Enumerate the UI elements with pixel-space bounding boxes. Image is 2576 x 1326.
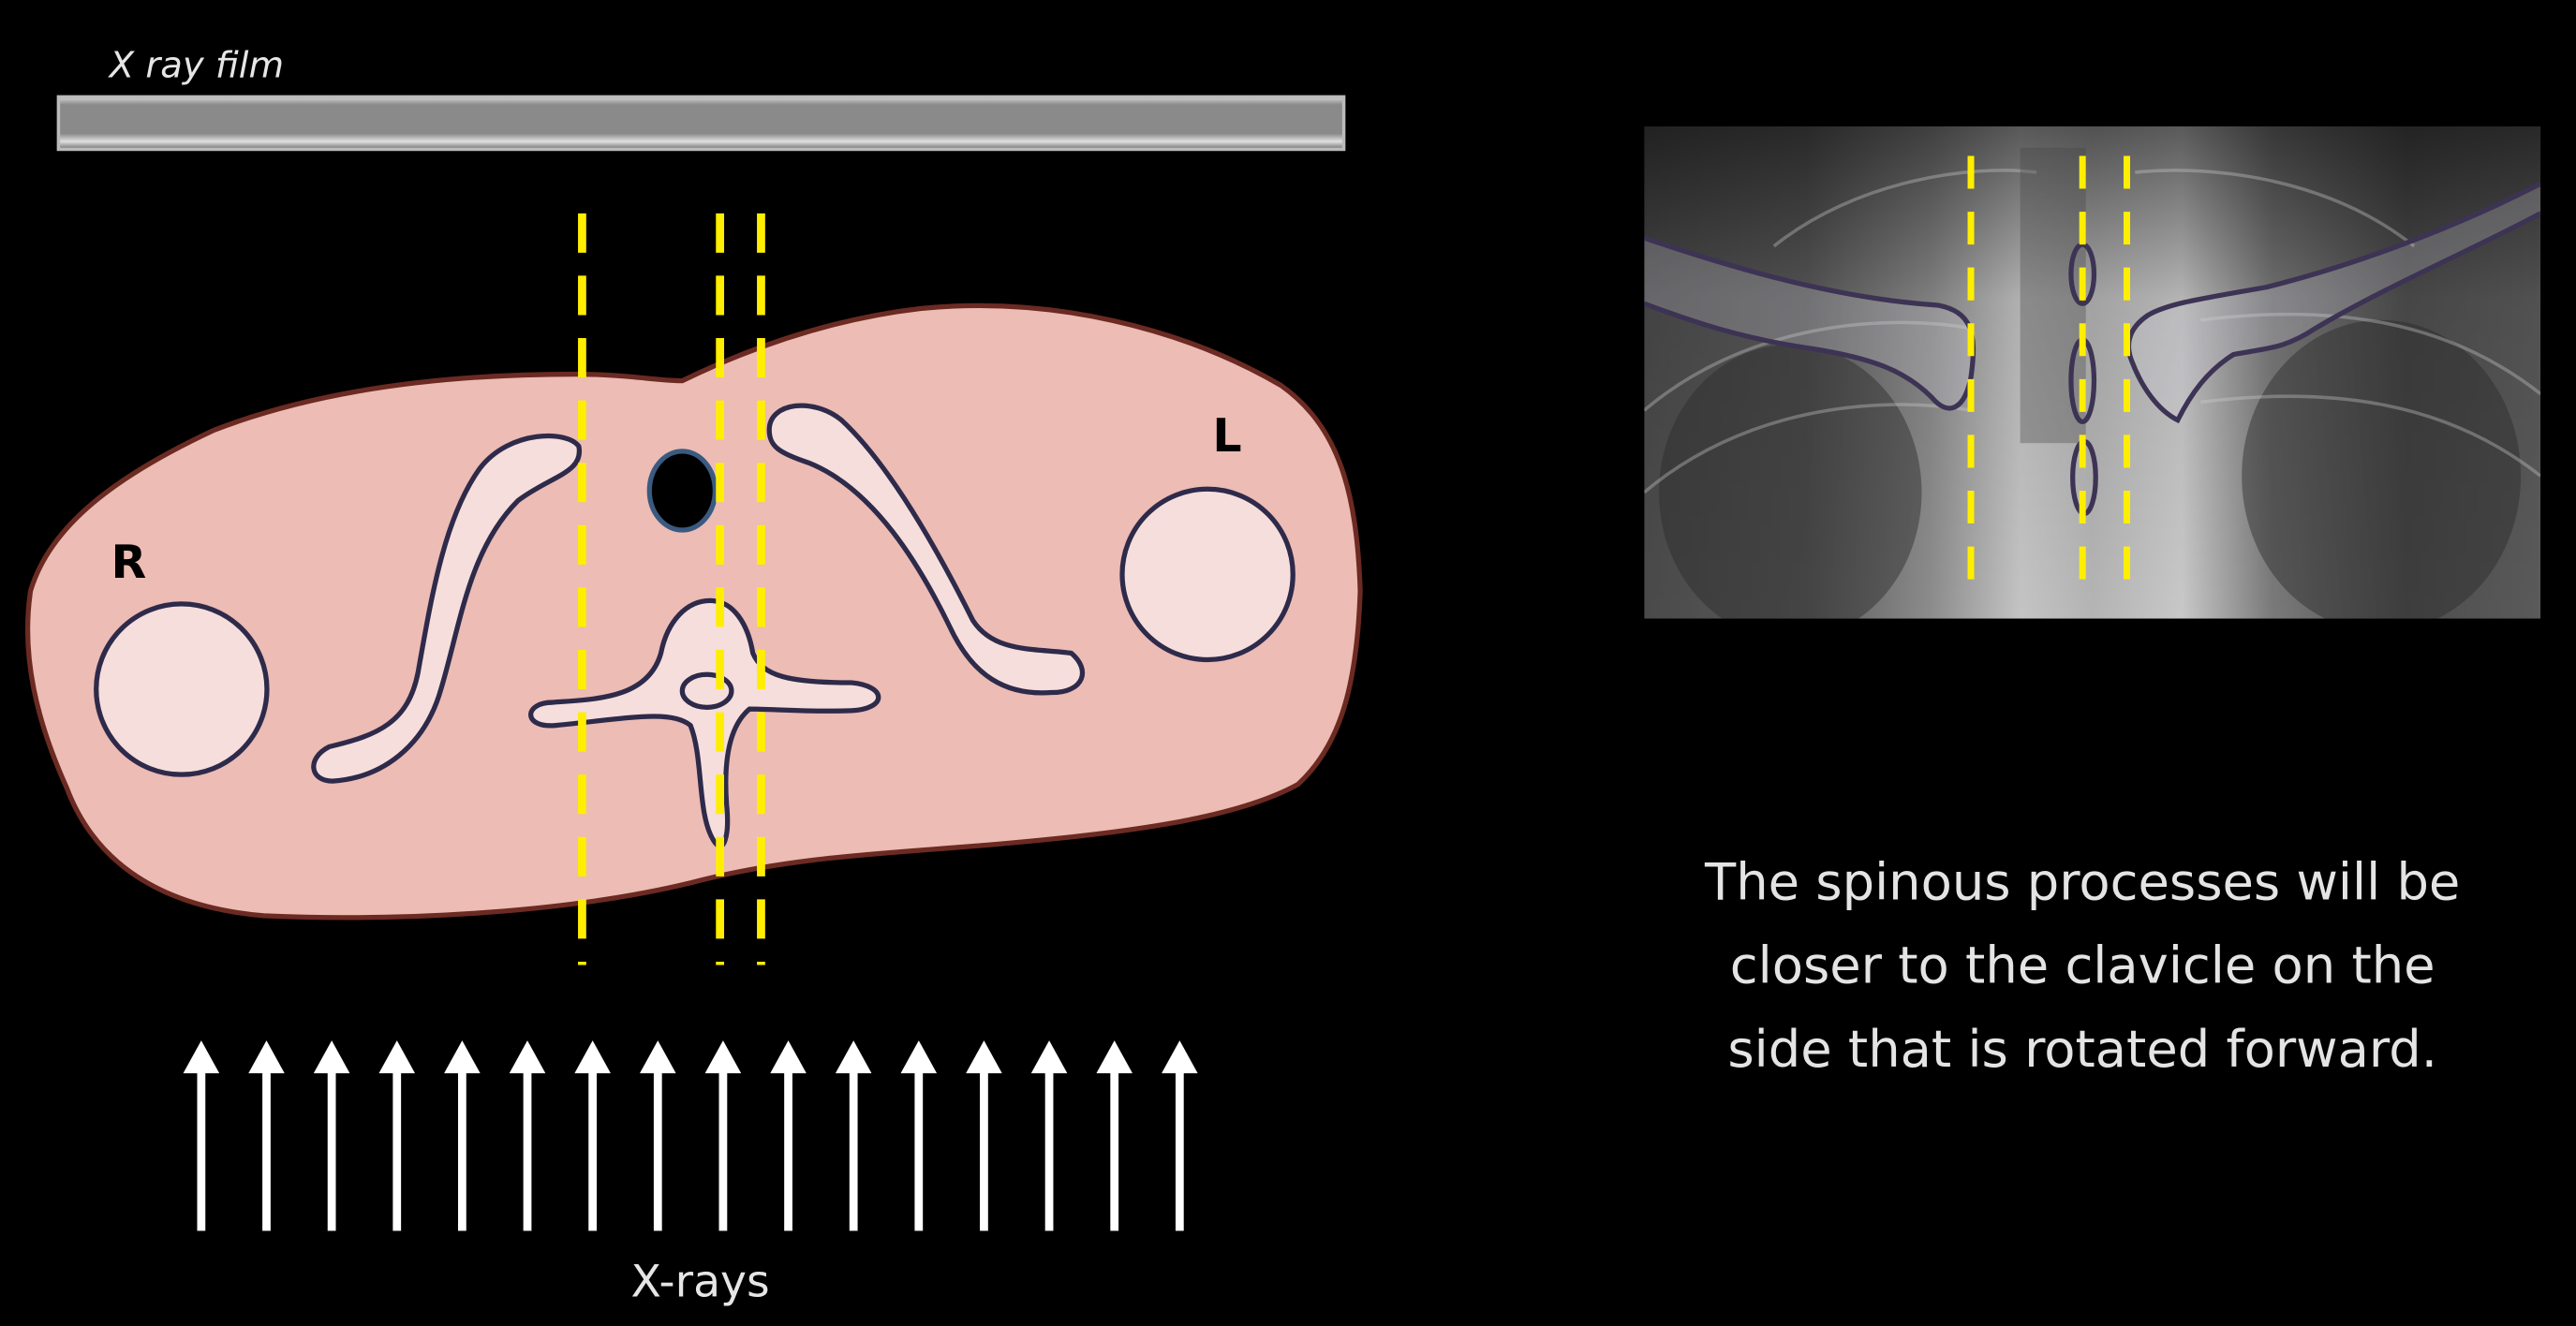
xray-arrow <box>900 1040 938 1231</box>
right-scapula <box>311 433 583 784</box>
xray-arrow <box>509 1040 546 1231</box>
left-clavicle-outline <box>2125 181 2541 424</box>
film-label: X ray film <box>108 44 284 86</box>
xray-arrow <box>1096 1040 1133 1231</box>
right-clavicle-outline <box>1644 235 1976 411</box>
left-humerus <box>1119 486 1295 663</box>
right-side-label: R <box>111 535 146 589</box>
xray-arrow <box>640 1040 676 1231</box>
explanation-line-2: closer to the clavicle on the <box>1730 936 2435 995</box>
xray-arrow <box>444 1040 481 1231</box>
chest-xray-image <box>1644 125 2541 619</box>
vertebra <box>528 597 881 849</box>
xray-arrow <box>835 1040 872 1231</box>
xray-arrow <box>313 1040 350 1231</box>
xray-arrow <box>704 1040 742 1231</box>
explanation-line-1: The spinous processes will be <box>1704 852 2460 911</box>
xray-arrow <box>1162 1040 1198 1231</box>
xrays-label: X-rays <box>631 1256 770 1307</box>
explanation-line-3: side that is rotated forward. <box>1727 1020 2437 1079</box>
xray-arrow <box>770 1040 807 1231</box>
left-scapula <box>766 403 1086 696</box>
left-side-label: L <box>1212 408 1241 463</box>
trachea <box>646 449 718 533</box>
xray-arrow <box>378 1040 416 1231</box>
xray-arrows <box>183 1040 1198 1231</box>
xray-arrow <box>574 1040 611 1231</box>
xray-film-bar <box>56 95 1346 152</box>
xray-arrow <box>966 1040 1002 1231</box>
right-humerus <box>94 601 270 777</box>
xray-arrow <box>248 1040 285 1231</box>
xray-arrow <box>1030 1040 1068 1231</box>
xray-arrow <box>183 1040 220 1231</box>
